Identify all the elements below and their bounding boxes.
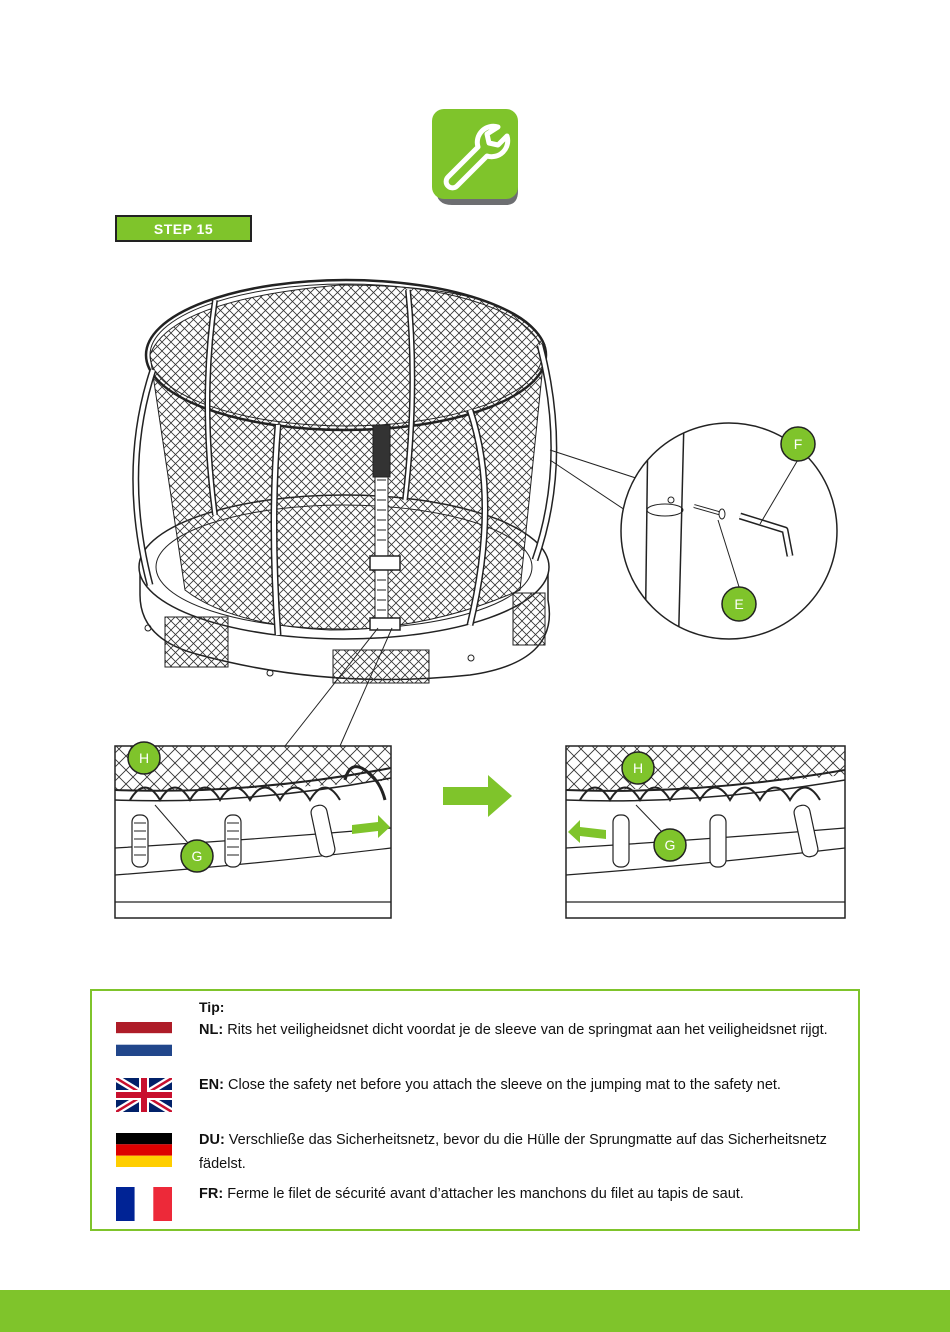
tip-code: DU: xyxy=(199,1132,225,1148)
tip-row-en: EN: Close the safety net before you atta… xyxy=(199,1073,839,1097)
label-H-left: H xyxy=(139,750,149,766)
tip-code: EN: xyxy=(199,1077,224,1093)
tip-title: Tip: xyxy=(199,999,225,1015)
arrow-right-icon xyxy=(443,775,512,817)
label-E: E xyxy=(734,596,743,612)
label-H-right: H xyxy=(633,760,643,776)
tip-text: Verschließe das Sicherheitsnetz, bevor d… xyxy=(199,1132,827,1172)
tip-row-du: DU: Verschließe das Sicherheitsnetz, bev… xyxy=(199,1128,839,1176)
wrench-icon xyxy=(432,109,518,205)
label-G-left: G xyxy=(192,848,203,864)
label-H-left-marker xyxy=(127,741,161,775)
tip-text: Ferme le filet de sécurité avant d’attac… xyxy=(223,1186,744,1202)
flag-netherlands-icon xyxy=(116,1022,172,1056)
tip-text: Close the safety net before you attach t… xyxy=(223,1077,781,1093)
label-F-marker xyxy=(780,426,816,462)
label-G-left-marker xyxy=(180,839,214,873)
flag-united-kingdom-icon xyxy=(116,1078,172,1112)
label-G-right-marker xyxy=(653,828,687,862)
label-E-marker xyxy=(721,586,757,622)
label-H-right-marker xyxy=(621,751,655,785)
label-G-right: G xyxy=(665,837,676,853)
footer-bar xyxy=(0,1290,950,1332)
tip-row-fr: FR: Ferme le filet de sécurité avant d’a… xyxy=(199,1182,839,1206)
flag-france-icon xyxy=(116,1187,172,1221)
flag-germany-icon xyxy=(116,1133,172,1167)
trampoline-illustration: F E H G xyxy=(114,278,846,919)
tip-code: NL: xyxy=(199,1022,224,1038)
step-badge: STEP 15 xyxy=(115,215,252,242)
tip-text: Rits het veiligheidsnet dicht voordat je… xyxy=(223,1022,828,1038)
tip-row-nl: NL: Rits het veiligheidsnet dicht voorda… xyxy=(199,1018,839,1042)
label-F: F xyxy=(794,436,803,452)
tip-code: FR: xyxy=(199,1186,224,1202)
tip-box xyxy=(90,989,860,1231)
